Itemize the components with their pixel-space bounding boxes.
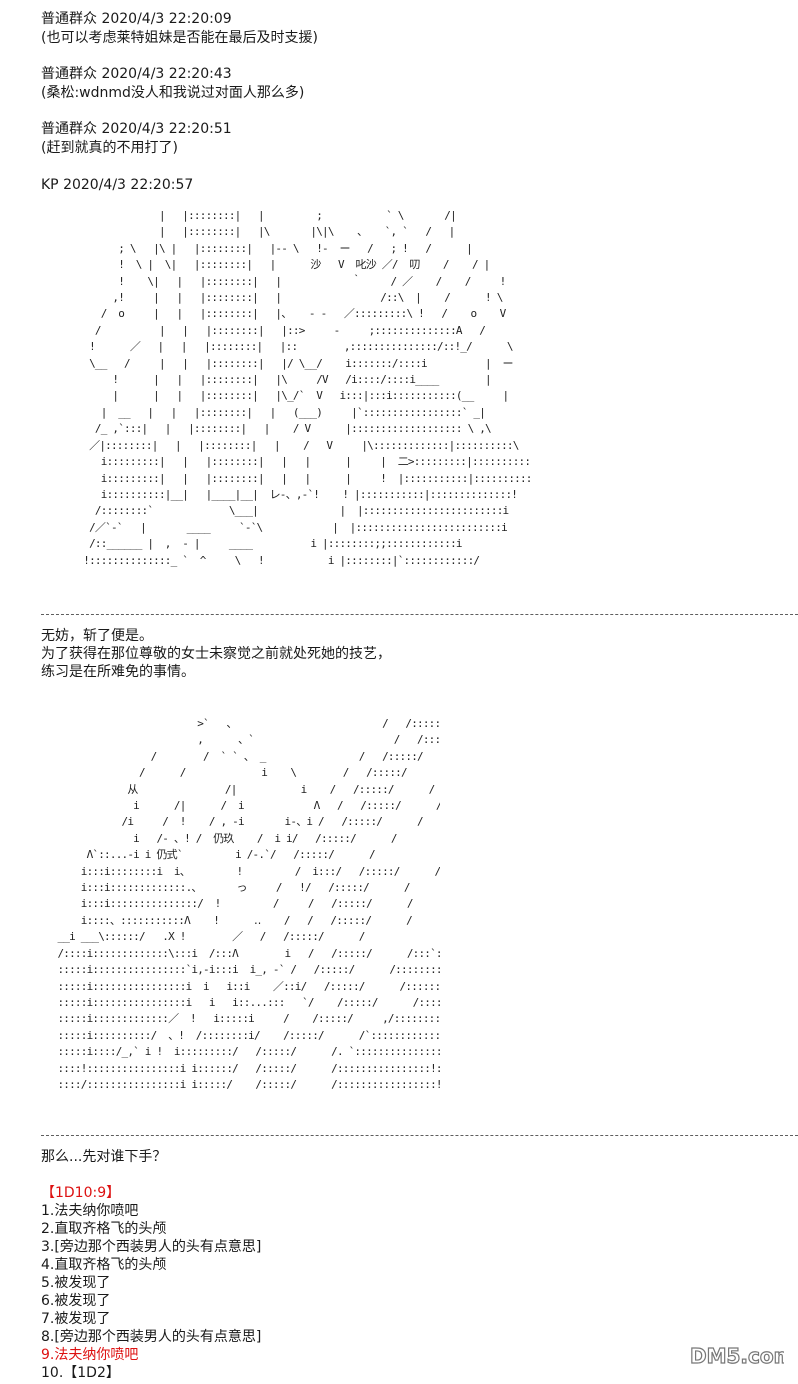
ascii-art-2-line: i /| / i Λ / /:::::/ / [40, 799, 440, 813]
ascii-art-2-line: /::::i:::::::::::::\:::i /:::Λ i / /::::… [40, 946, 440, 960]
ascii-art-1-line: ! ／ | | |::::::::| |:: ,:::::::::::::::/… [60, 340, 530, 354]
ascii-art-2-line: __i ___\::::::/ .X ! ／ / /:::::/ / [40, 930, 371, 944]
log-entry-3-time: 2020/4/3 22:20:51 [101, 121, 232, 137]
option-item: 6.被发现了 [41, 1293, 111, 1309]
ascii-art-2-line: i /- 、! / 仍玖 / i i/ /:::::/ / [40, 831, 397, 845]
log-entry-2-time: 2020/4/3 22:20:43 [101, 66, 232, 82]
ascii-art-1-line: | | | |::::::::| |\_/` V i:::|:::i::::::… [60, 389, 509, 403]
ascii-art-1-line: ／|::::::::| | |::::::::| | / V |\:::::::… [60, 438, 519, 452]
ascii-art-2-line: / / i \ / /:::::/ / [40, 766, 440, 780]
ascii-art-2-line: :::::i:::::::::::::／ ! i:::::i / /:::::/… [57, 1012, 440, 1026]
ascii-art-1-line: / o | | |::::::::| |、 - - ／:::::::::\ ! … [60, 307, 507, 321]
ascii-art-1-line: i:::::::::| | |::::::::| | | | | 二>:::::… [60, 455, 530, 469]
ascii-art-1-line: /_ ,`:::| | |::::::::| | / V |::::::::::… [60, 422, 492, 436]
ascii-art-scene-2: >` 、 / /::::::/ / , 、` / /:::::/ / / / `… [40, 716, 440, 1126]
log-entry-3-name: 普通群众 [41, 121, 97, 137]
ascii-art-1-line: ! | | |::::::::| |\ /V /i::::/::::i____ … [60, 373, 491, 387]
ascii-art-2-line: :::::i::::::::::/ 、! /::::::::i/ /:::::/… [57, 1028, 440, 1042]
ascii-art-2-line: :::::i::::::::::::::::i i i::i ／::i/ /::… [57, 979, 440, 993]
log-entry-4-time: 2020/4/3 22:20:57 [63, 177, 194, 193]
ascii-art-2-line: , 、` / /:::::/ / [197, 733, 440, 747]
ascii-art-1-line: | __ | | |::::::::| | (___) |`::::::::::… [60, 405, 486, 419]
log-entry-2-header: 普通群众 2020/4/3 22:20:43 [41, 65, 232, 83]
ascii-art-2-line: 从 /| i / /:::::/ / [40, 782, 435, 796]
option-item: 4.直取齐格飞的头颅 [41, 1257, 167, 1273]
ascii-art-2-line: :::::i::::::::::::::::i i i::...::: `/ /… [57, 995, 440, 1009]
log-entry-2-text: (桑松:wdnmd没人和我说过对面人那么多) [41, 85, 305, 101]
ascii-art-2-line: i:::i:::::::::::::::/ ! / / /:::::/ / [40, 897, 414, 911]
ascii-art-2-line: :::::i::::::::::::::::`i,-i:::i i_, -` /… [57, 963, 440, 977]
ascii-art-scene-1: | |::::::::| | ; ` \ /| | |::::::::| |\ … [60, 208, 530, 608]
ascii-art-2-line: /i / ! / , -i i-、i / /:::::/ / [40, 815, 424, 829]
ascii-art-2-line: >` 、 / /::::::/ / [197, 717, 440, 730]
log-entry-1-header: 普通群众 2020/4/3 22:20:09 [41, 10, 232, 28]
ascii-art-2-line: i:::i:::::::::::::.、 っ / !/ /:::::/ / [40, 881, 411, 895]
option-item: 5.被发现了 [41, 1275, 111, 1291]
log-entry-3-header: 普通群众 2020/4/3 22:20:51 [41, 120, 232, 138]
ascii-art-2-line: Λ`::...-i i 仍式` i /-.`/ /:::::/ / [40, 848, 376, 862]
ascii-art-1-line: /::::::::` \___| | |::::::::::::::::::::… [60, 504, 509, 518]
log-entry-1-text: (也可以考虑莱特姐妹是否能在最后及时支援) [41, 30, 318, 46]
log-entry-1-name: 普通群众 [41, 11, 97, 27]
ascii-art-1-line: !::::::::::::::_ ` ^ \ ! i |::::::::|`::… [60, 553, 480, 567]
log-entry-4-name: KP [41, 177, 59, 193]
ascii-art-1-line: | |::::::::| | ; ` \ /| [60, 209, 457, 222]
log-entry-1-time: 2020/4/3 22:20:09 [101, 11, 232, 27]
dm5-watermark-logo: DM5.com [689, 1343, 784, 1368]
option-item: 8.[旁边那个西装男人的头有点意思] [41, 1329, 262, 1345]
ascii-art-2-line: :::::i::::/_,` i ! i:::::::::/ /:::::/ /… [57, 1045, 440, 1059]
ascii-art-2-line: i:::i::::::::i i、 ! / i:::/ /:::::/ / [40, 864, 440, 878]
ascii-art-2-line: i::::、:::::::::::Λ ! ‥ / / /:::::/ / [40, 913, 413, 927]
narration-line-2: 为了获得在那位尊敬的女士未察觉之前就处死她的技艺， [41, 646, 391, 662]
dice-result: 【1D10:9】 [41, 1185, 121, 1201]
ascii-art-1-line: \__ / | | |::::::::| |/ \__/ i:::::::/::… [60, 356, 513, 370]
ascii-art-1-line: / | | |::::::::| |::> - ;::::::::::::::A… [60, 323, 530, 337]
option-item: 7.被发现了 [41, 1311, 111, 1327]
ascii-art-1-line: /::______ | , ‐ | ____ i |::::::::;;::::… [60, 537, 462, 551]
ascii-art-1-line: i:::::::::| | |::::::::| | | | ! |::::::… [60, 471, 530, 485]
ascii-art-1-line: /／`-` | ____ `-`\ | |:::::::::::::::::::… [60, 520, 508, 534]
ascii-art-1-line: ! \ | \| |::::::::| | 沙 V 叱沙 ／/ 叨 / / | [60, 258, 490, 272]
log-entry-2-name: 普通群众 [41, 66, 97, 82]
ascii-art-2-line: / / ` ` 、 _ / /:::::/ / [40, 749, 440, 763]
narration-line-1: 无妨，斩了便是。 [41, 628, 153, 644]
option-item: 1.法夫纳你喷吧 [41, 1203, 139, 1219]
log-entry-3-text: (赶到就真的不用打了) [41, 140, 178, 156]
ascii-art-1-line: i::::::::::|__| |____|__| レ-、,-`! ! |:::… [60, 487, 518, 501]
dm5-logo-text: DM5.com [690, 1344, 784, 1368]
option-last: 10.【1D2】 [41, 1365, 120, 1381]
ascii-art-1-line: ,! | | |::::::::| | /::\ | / ! \ [60, 291, 503, 305]
narration-line-3: 练习是在所难免的事情。 [41, 664, 195, 680]
ascii-art-1-line: ! \| | |::::::::| | ｀ / ／ / / ! [60, 274, 506, 288]
option-item: 2.直取齐格飞的头颅 [41, 1221, 167, 1237]
option-selected: 9.法夫纳你喷吧 [41, 1347, 139, 1363]
log-entry-4-header: KP 2020/4/3 22:20:57 [41, 176, 193, 194]
option-item: 3.[旁边那个西装男人的头有点意思] [41, 1239, 262, 1255]
ascii-art-2-line: ::::!::::::::::::::::i i::::::/ /:::::/ … [57, 1061, 440, 1075]
ascii-art-2-line: ::::/::::::::::::::::i i:::::/ /:::::/ /… [57, 1077, 440, 1091]
ascii-art-1-line: | |::::::::| |\ |\|\ 、 `, ` / | [60, 225, 455, 239]
question-text: 那么...先对谁下手？ [41, 1149, 167, 1165]
ascii-art-1-line: ; \ |\ | |::::::::| |-- \ !- ー / ; ! / | [60, 241, 473, 255]
separator-1 [41, 614, 798, 615]
separator-2 [41, 1135, 798, 1136]
